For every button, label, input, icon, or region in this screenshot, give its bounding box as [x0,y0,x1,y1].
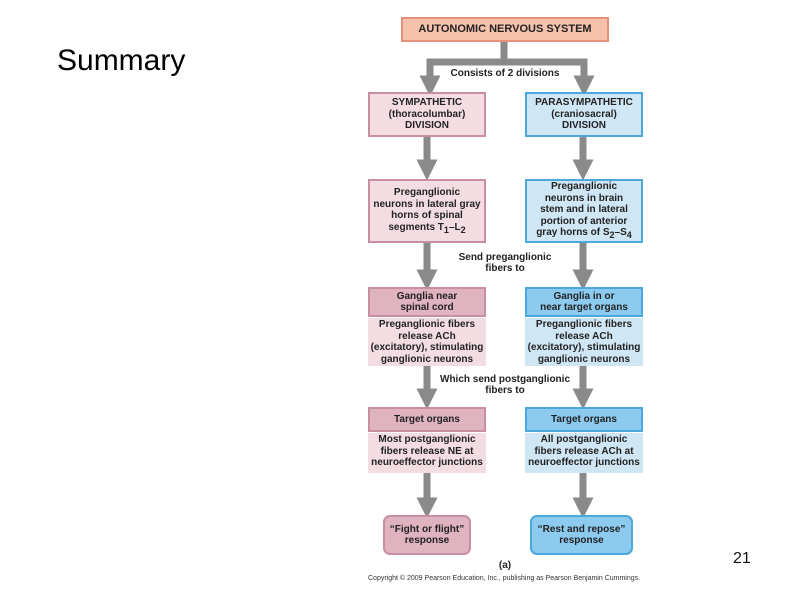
symp-neurons-main: Preganglionic neurons in lateral gray ho… [373,187,481,233]
sympathetic-neurons-box: Preganglionic neurons in lateral gray ho… [368,179,486,243]
sympathetic-ganglia-box: Ganglia near spinal cord [368,287,486,317]
panel-label: (a) [498,560,512,571]
parasympathetic-target-box: Target organs [525,407,643,432]
sympathetic-division-box: SYMPATHETIC (thoracolumbar) DIVISION [368,92,486,137]
parasympathetic-neurons-text: Preganglionic neurons in brain stem and … [536,181,632,240]
divisions-label: Consists of 2 divisions [440,68,570,79]
send-postganglionic-label: Which send postganglionic fibers to [440,374,570,396]
parasympathetic-division-box: PARASYMPATHETIC (craniosacral) DIVISION [525,92,643,137]
symp-seg-dash: –L [448,221,461,233]
fight-or-flight-response: “Fight or flight” response [383,515,471,555]
rest-and-repose-response: “Rest and repose” response [530,515,633,555]
split-arrow-left [419,42,508,97]
sympathetic-target-note: Most postganglionic fibers release NE at… [368,433,486,473]
para-neurons-main: Preganglionic neurons in brain stem and … [536,181,628,239]
sympathetic-target-box: Target organs [368,407,486,432]
parasympathetic-neurons-box: Preganglionic neurons in brain stem and … [525,179,643,243]
parasympathetic-target-note: All postganglionic fibers release ACh at… [525,433,643,473]
ans-top-box: AUTONOMIC NERVOUS SYSTEM [401,17,609,42]
copyright-text: Copyright © 2009 Pearson Education, Inc.… [368,575,641,582]
slide-title: Summary [57,44,186,77]
parasympathetic-ganglia-note: Preganglionic fibers release ACh (excita… [525,318,643,366]
slide-number: 21 [733,550,751,567]
para-seg-start: 2 [609,230,615,241]
symp-seg-start: 1 [443,224,449,235]
sympathetic-ganglia-note: Preganglionic fibers release ACh (excita… [368,318,486,366]
symp-seg-end: 2 [460,224,466,235]
split-arrow-right [504,58,595,97]
send-preganglionic-label: Send preganglionic fibers to [458,252,552,274]
parasympathetic-ganglia-box: Ganglia in or near target organs [525,287,643,317]
para-seg-end: 4 [626,230,632,241]
para-seg-dash: –S [614,227,627,239]
sympathetic-neurons-text: Preganglionic neurons in lateral gray ho… [373,187,480,235]
